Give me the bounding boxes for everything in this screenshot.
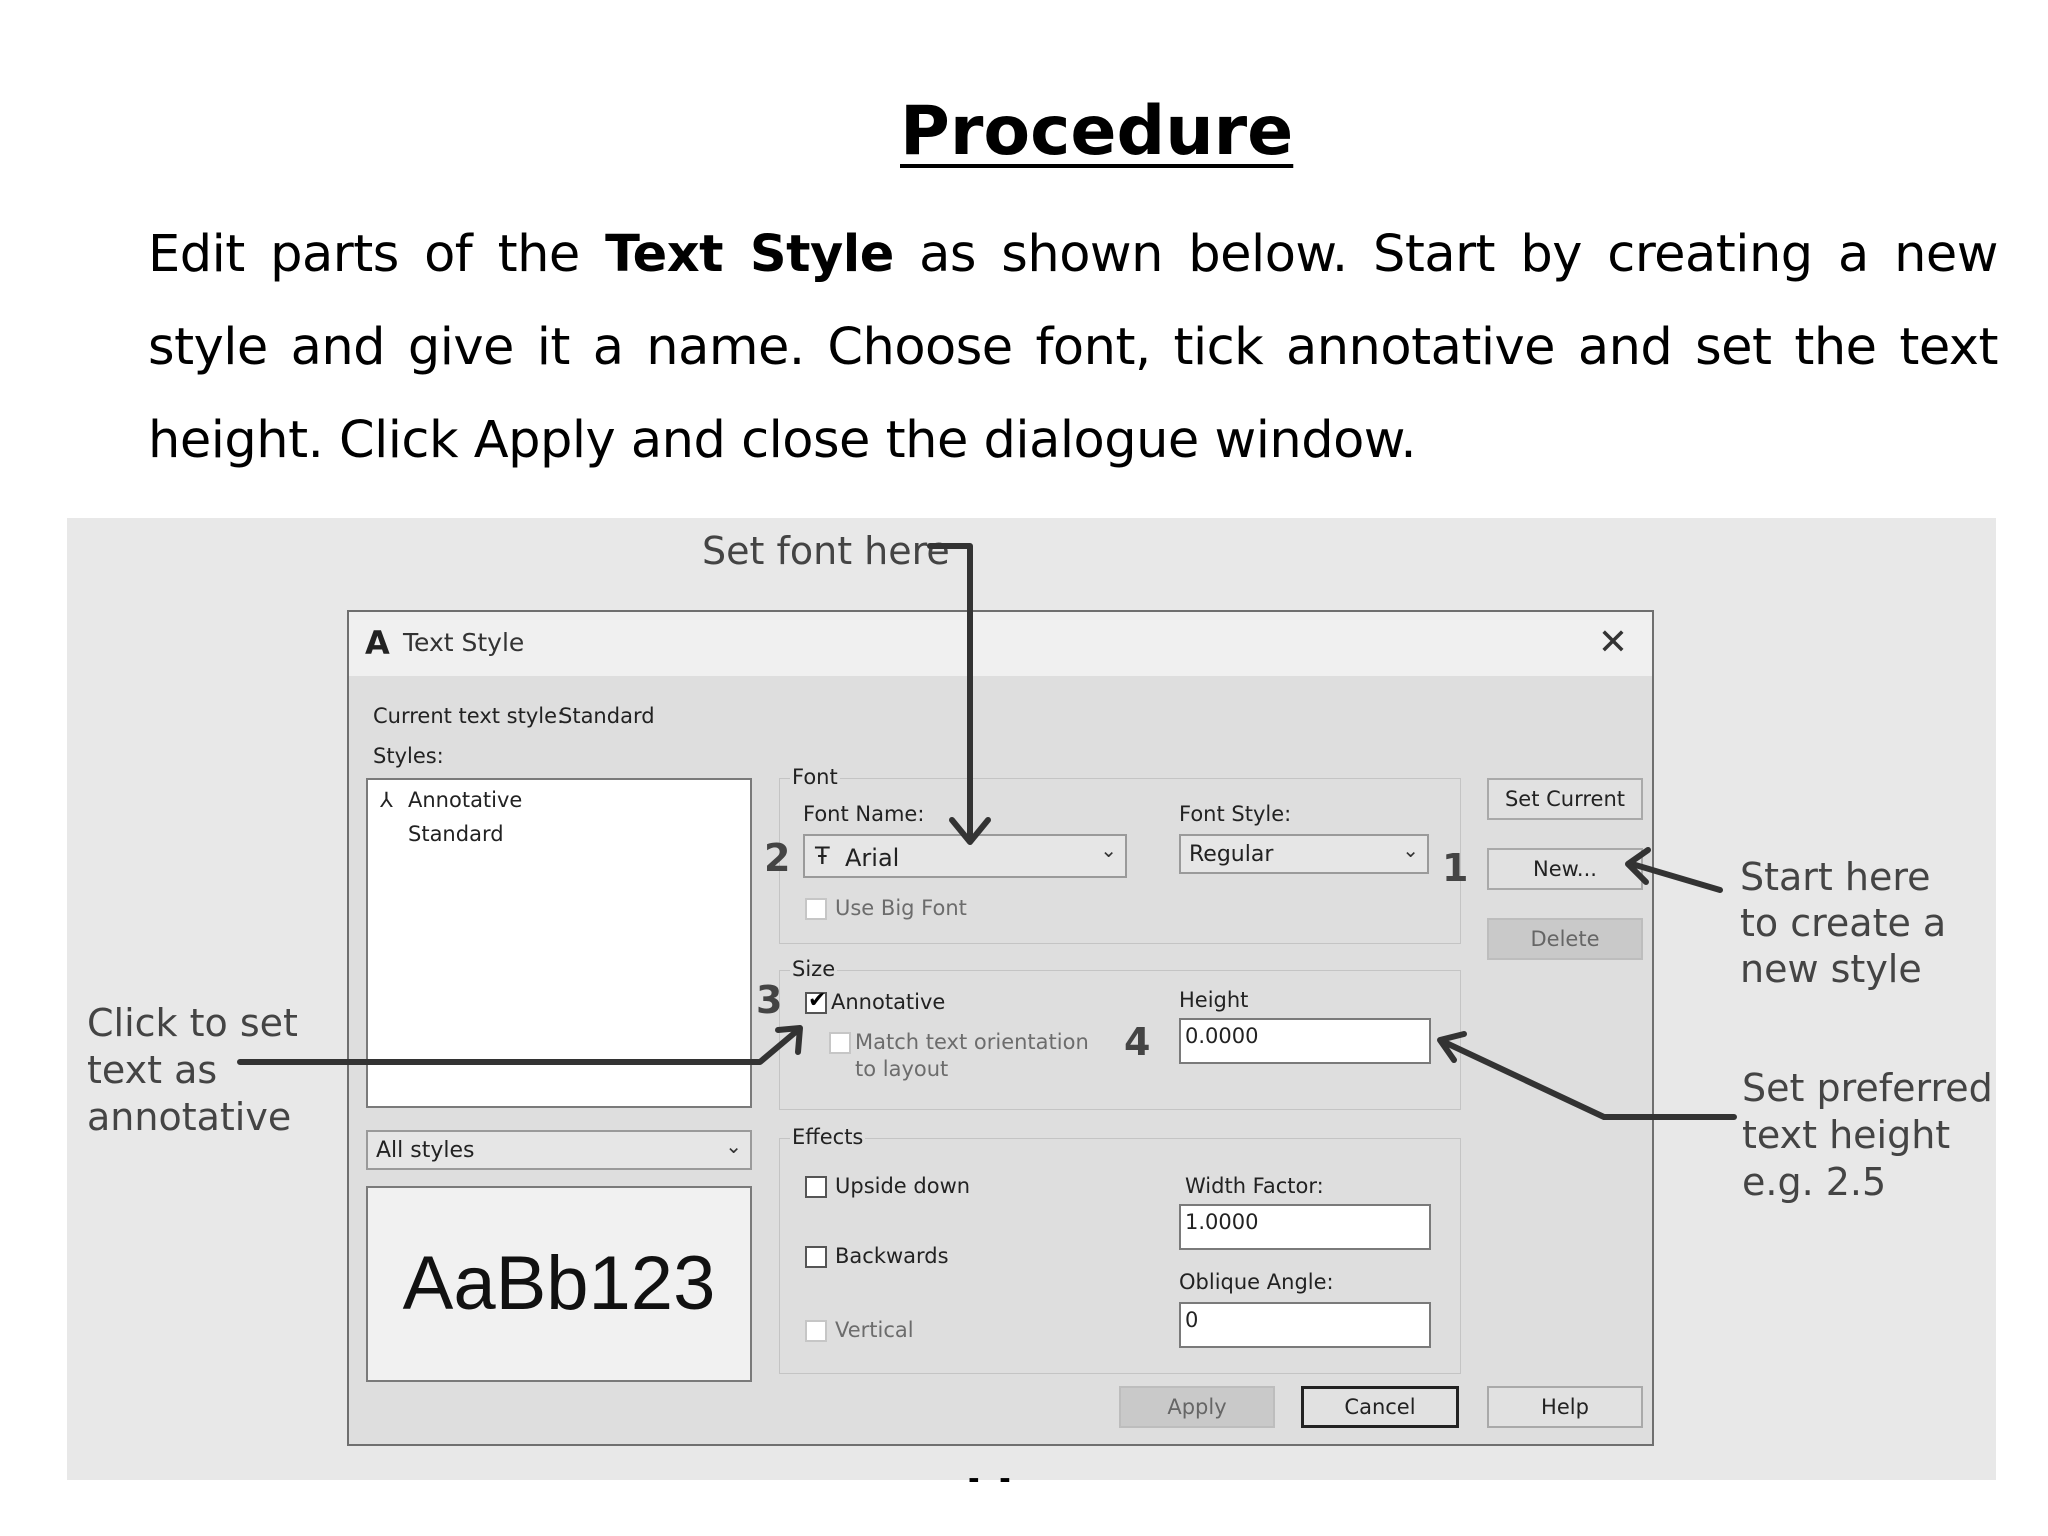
step-number-annotative: 3 xyxy=(756,978,783,1022)
step-number-new: 1 xyxy=(1442,846,1469,890)
style-filter-value: All styles xyxy=(376,1138,475,1163)
match-orientation-label: Match text orientation xyxy=(855,1030,1089,1054)
instruction-paragraph: Edit parts of the Text Style as shown be… xyxy=(148,225,1999,470)
callout-start-here-line3: new style xyxy=(1740,947,1922,991)
size-group-title: Size xyxy=(790,957,838,981)
annotative-checkbox[interactable] xyxy=(805,988,827,1014)
vertical-label: Vertical xyxy=(835,1318,914,1342)
font-style-value: Regular xyxy=(1189,842,1274,867)
current-style-value: Standard xyxy=(559,704,655,728)
oblique-angle-field[interactable]: 0 xyxy=(1179,1302,1431,1348)
vertical-checkbox[interactable] xyxy=(805,1320,827,1342)
callout-height-line2: text height xyxy=(1742,1113,1951,1157)
truetype-font-icon: Ŧ xyxy=(815,842,830,870)
callout-set-font: Set font here xyxy=(702,529,950,573)
style-filter-select[interactable]: All styles ⌄ xyxy=(366,1130,752,1170)
current-style-label: Current text style: xyxy=(373,704,565,728)
font-group: Font xyxy=(779,765,1461,944)
chevron-down-icon: ⌄ xyxy=(1402,838,1419,862)
upside-down-checkbox[interactable] xyxy=(805,1176,827,1198)
match-orientation-checkbox[interactable] xyxy=(829,1032,851,1054)
width-factor-label: Width Factor: xyxy=(1185,1174,1324,1198)
use-big-font-label: Use Big Font xyxy=(835,896,967,920)
font-name-value: Arial xyxy=(845,844,900,872)
callout-annotative-line1: Click to set xyxy=(87,1001,298,1045)
oblique-angle-label: Oblique Angle: xyxy=(1179,1270,1334,1294)
backwards-checkbox[interactable] xyxy=(805,1246,827,1268)
chevron-down-icon: ⌄ xyxy=(1100,838,1117,862)
close-icon[interactable]: ✕ xyxy=(1597,622,1628,663)
use-big-font-checkbox[interactable] xyxy=(805,898,827,920)
font-style-label: Font Style: xyxy=(1179,802,1292,826)
effects-group: Effects xyxy=(779,1125,1461,1374)
callout-height-line1: Set preferred xyxy=(1742,1066,1993,1110)
effects-group-title: Effects xyxy=(790,1125,866,1149)
delete-button[interactable]: Delete xyxy=(1487,918,1643,960)
dialog-title: Text Style xyxy=(403,628,525,657)
callout-annotative-line2: text as xyxy=(87,1048,218,1092)
step-number-font: 2 xyxy=(764,836,791,880)
styles-label: Styles: xyxy=(373,744,444,768)
callout-start-here-line1: Start here xyxy=(1740,855,1931,899)
callout-start-here-line2: to create a xyxy=(1740,901,1947,945)
callout-height-line3: e.g. 2.5 xyxy=(1742,1160,1887,1204)
height-label: Height xyxy=(1179,988,1249,1012)
set-current-button[interactable]: Set Current xyxy=(1487,778,1643,820)
list-item[interactable]: Standard xyxy=(408,822,504,846)
page-heading: Procedure xyxy=(900,92,1294,171)
font-name-select[interactable]: Ŧ Arial ⌄ xyxy=(803,834,1127,878)
annotative-label: Annotative xyxy=(831,990,946,1014)
backwards-label: Backwards xyxy=(835,1244,949,1268)
match-orientation-label-2: to layout xyxy=(855,1057,949,1081)
styles-list[interactable]: ⅄ Annotative Standard xyxy=(366,778,752,1108)
cancel-button[interactable]: Cancel xyxy=(1301,1386,1459,1428)
help-button[interactable]: Help xyxy=(1487,1386,1643,1428)
size-group: Size xyxy=(779,957,1461,1110)
style-preview: AaBb123 xyxy=(366,1186,752,1382)
upside-down-label: Upside down xyxy=(835,1174,971,1198)
callout-annotative-line3: annotative xyxy=(87,1095,292,1139)
list-item[interactable]: Annotative xyxy=(408,788,523,812)
dialog-titlebar[interactable]: A Text Style ✕ xyxy=(349,612,1652,676)
text-style-dialog: A Text Style ✕ Current text style: Stand… xyxy=(347,610,1654,1446)
font-name-label: Font Name: xyxy=(803,802,925,826)
font-group-title: Font xyxy=(790,765,840,789)
annotative-style-icon: ⅄ xyxy=(380,788,393,812)
app-logo-icon: A xyxy=(365,624,390,662)
height-field[interactable]: 0.0000 xyxy=(1179,1018,1431,1064)
font-style-select[interactable]: Regular ⌄ xyxy=(1179,834,1429,874)
chevron-down-icon: ⌄ xyxy=(725,1134,742,1158)
new-style-button[interactable]: New... xyxy=(1487,848,1643,890)
apply-button[interactable]: Apply xyxy=(1119,1386,1275,1428)
step-number-height: 4 xyxy=(1124,1020,1151,1064)
width-factor-field[interactable]: 1.0000 xyxy=(1179,1204,1431,1250)
footer-mark-left: - ​ - xyxy=(968,1462,1011,1495)
